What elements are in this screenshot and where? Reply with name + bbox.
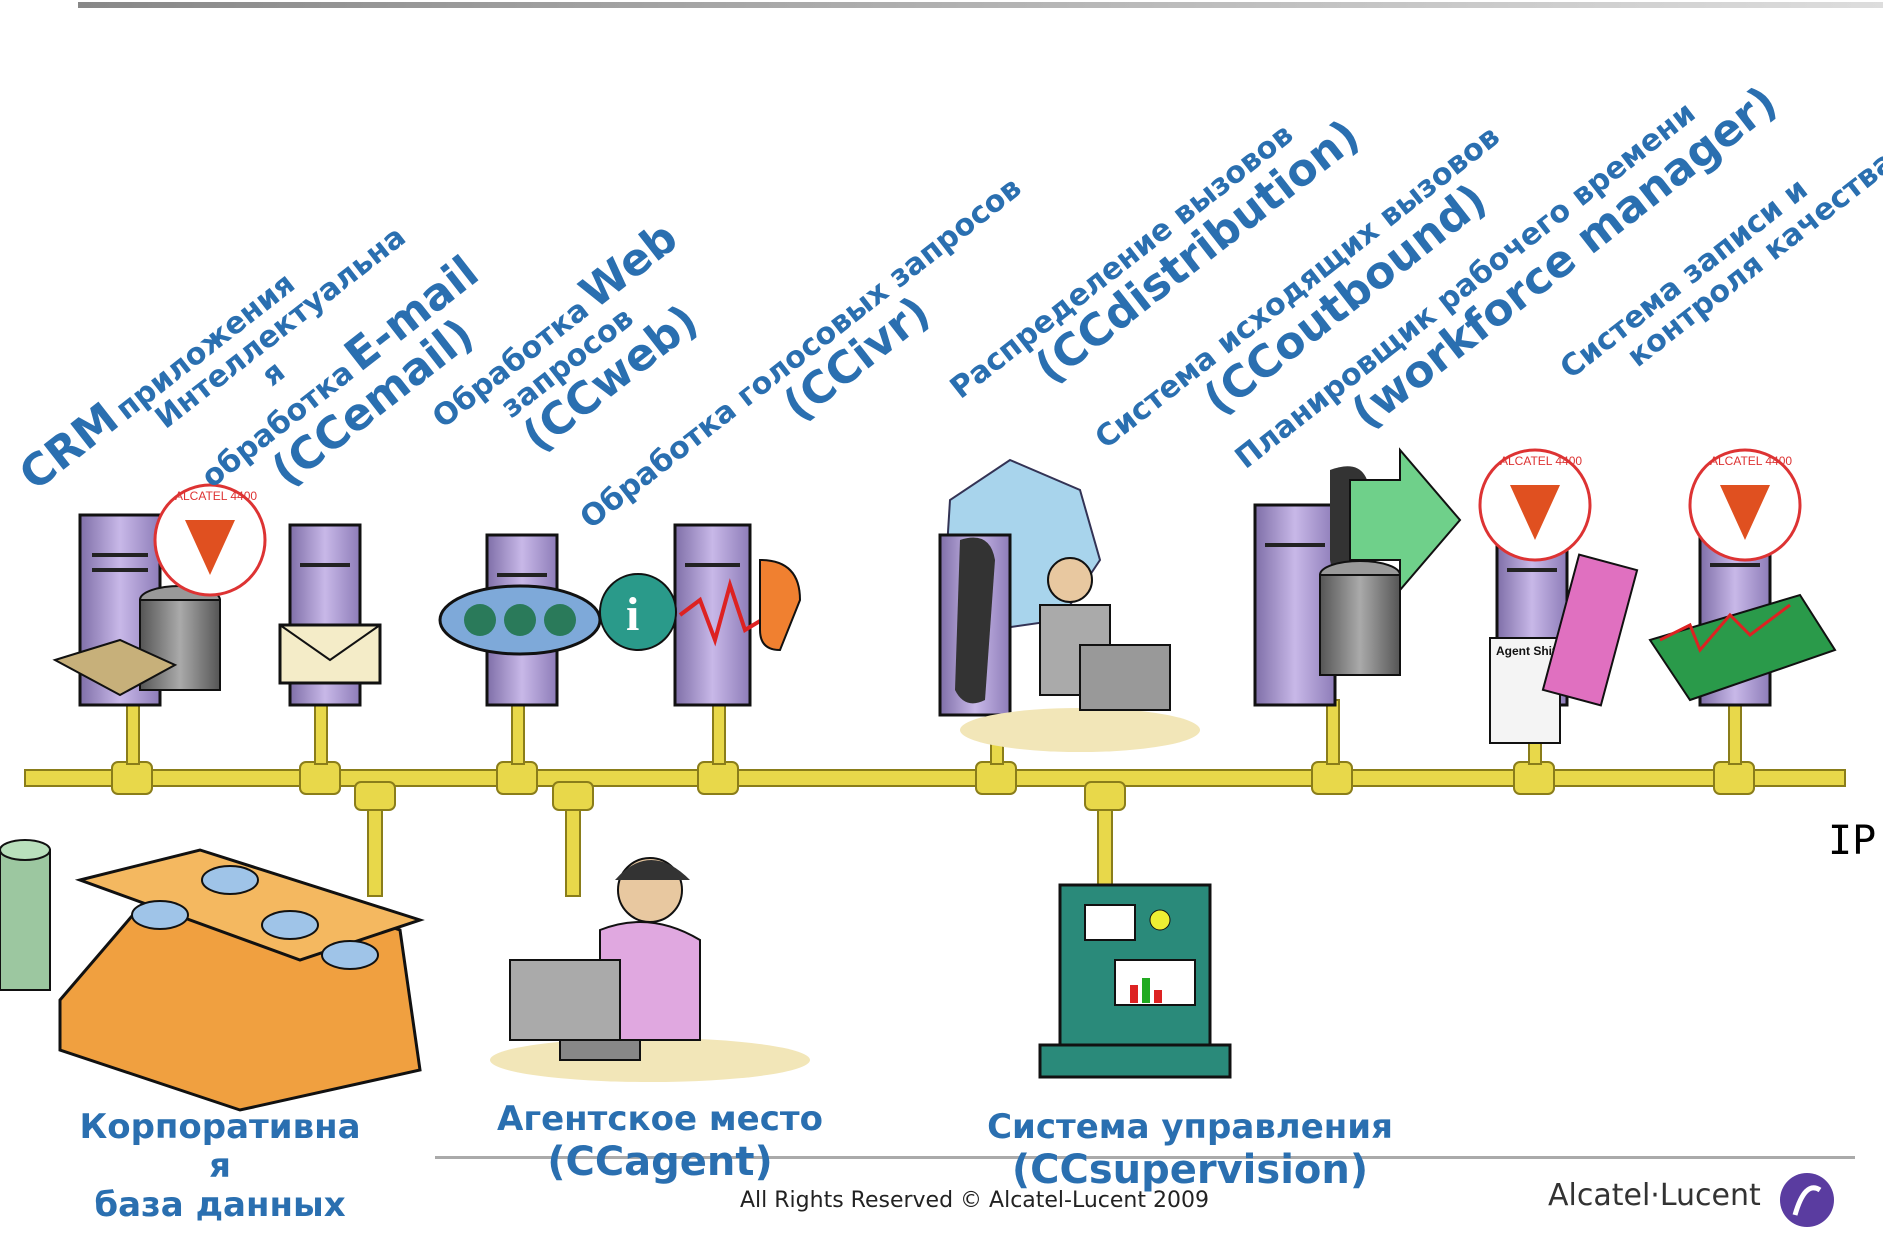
label-database: Корпоративна я база данных [79, 1107, 361, 1226]
agent-shifts-text: Agent Shifts [1496, 644, 1567, 658]
alcatel-badge-2: ALCATEL 4400 [1478, 448, 1592, 562]
network-bus [24, 699, 1846, 897]
svg-text:ALCATEL 4400: ALCATEL 4400 [1710, 454, 1792, 468]
svg-text:ALCATEL 4400: ALCATEL 4400 [175, 489, 257, 503]
top-rule [78, 2, 1883, 8]
label-agent: Агентское место (CCagent) [497, 1099, 823, 1186]
server-distribution [938, 458, 1200, 752]
alcatel-lucent-logo-icon [1780, 1173, 1834, 1227]
server-web [438, 533, 602, 707]
alcatel-badge-3: ALCATEL 4400 [1688, 448, 1802, 562]
server-outbound [1253, 447, 1462, 707]
server-recording [1648, 523, 1837, 707]
brand-name: Alcatel·Lucent [1548, 1178, 1761, 1213]
network-label-ip: IP [1828, 818, 1877, 864]
corporate-database-illustration [0, 839, 425, 1112]
svg-text:i: i [626, 588, 639, 641]
copyright-footer: All Rights Reserved © Alcatel-Lucent 200… [740, 1188, 1209, 1213]
footer-rule [435, 1156, 1855, 1159]
server-ivr: i [599, 523, 802, 707]
server-crm [52, 513, 221, 707]
label-supervision: Система управления (CCsupervision) [987, 1107, 1393, 1194]
alcatel-badge-1: ALCATEL 4400 [153, 483, 267, 597]
server-email [278, 523, 382, 707]
agent-illustration [490, 857, 810, 1082]
supervision-illustration [1038, 883, 1232, 1079]
server-workforce: Agent Shifts [1489, 528, 1639, 744]
svg-text:ALCATEL 4400: ALCATEL 4400 [1500, 454, 1582, 468]
